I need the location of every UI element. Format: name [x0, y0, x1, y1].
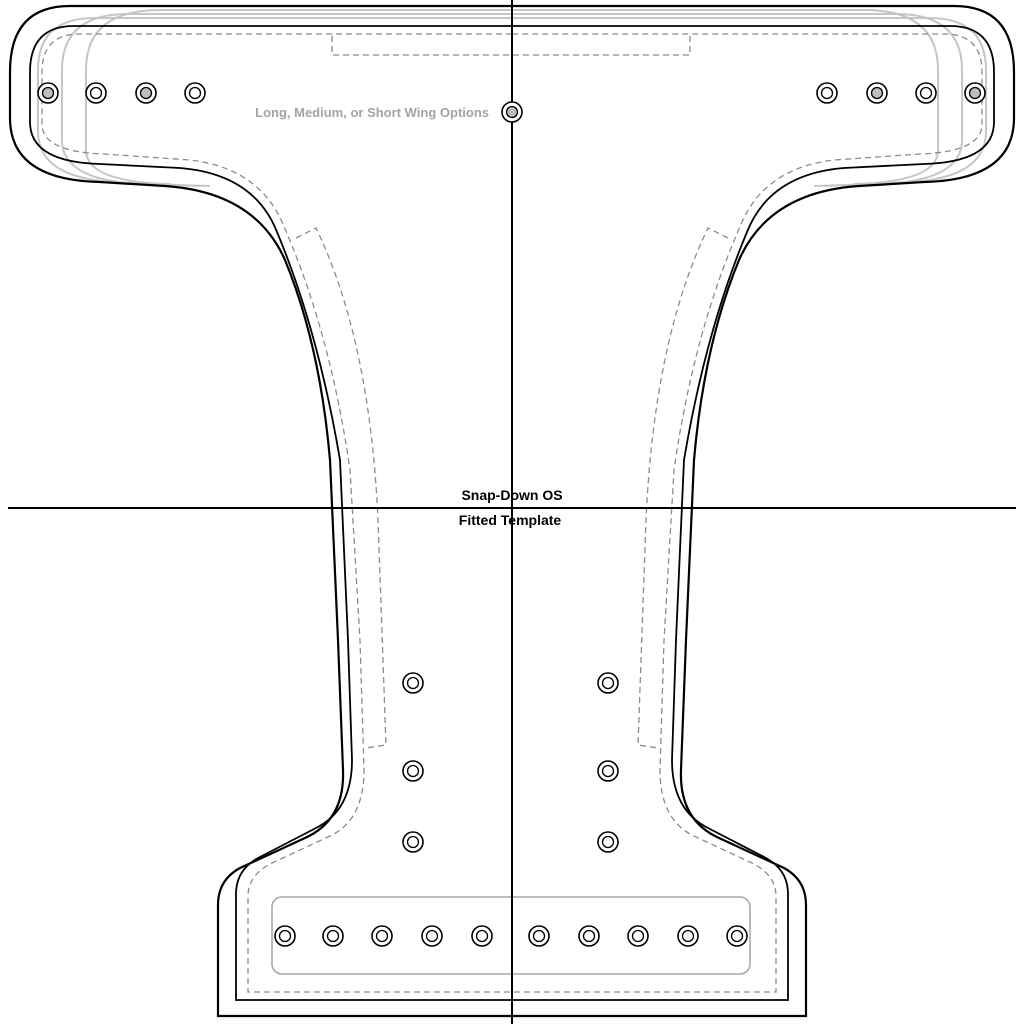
wing-snap — [816, 82, 838, 104]
front-snap — [274, 925, 296, 947]
center-wing-marker-snap — [501, 101, 523, 123]
front-snap — [726, 925, 748, 947]
wing-option-medium-right — [512, 13, 963, 187]
front-snap — [322, 925, 344, 947]
wing-snap — [184, 82, 206, 104]
front-snap — [528, 925, 550, 947]
rise-snap-right — [597, 831, 619, 853]
front-snap — [371, 925, 393, 947]
front-snap — [421, 925, 443, 947]
front-snap — [627, 925, 649, 947]
rise-snap-left — [402, 672, 424, 694]
seam-line — [41, 33, 983, 993]
wing-snap — [866, 82, 888, 104]
wing-option-short-right — [512, 9, 939, 185]
rise-snap-right — [597, 760, 619, 782]
title-line-1: Snap-Down OS — [461, 487, 562, 503]
wing-option-short — [85, 9, 512, 185]
wing-snap — [964, 82, 986, 104]
wing-option-long — [37, 17, 512, 187]
wing-snap — [37, 82, 59, 104]
wing-snap — [85, 82, 107, 104]
front-snap — [471, 925, 493, 947]
front-snap — [677, 925, 699, 947]
rise-snap-right — [597, 672, 619, 694]
title-line-2: Fitted Template — [459, 512, 562, 528]
wing-options-label: Long, Medium, or Short Wing Options — [255, 105, 489, 120]
wing-option-medium — [61, 13, 512, 187]
wing-snap — [915, 82, 937, 104]
wing-options — [37, 9, 987, 187]
snap-group — [37, 82, 986, 947]
rise-snap-left — [402, 760, 424, 782]
rise-snap-left — [402, 831, 424, 853]
front-snap — [578, 925, 600, 947]
wing-option-long-right — [512, 17, 987, 187]
wing-snap — [135, 82, 157, 104]
